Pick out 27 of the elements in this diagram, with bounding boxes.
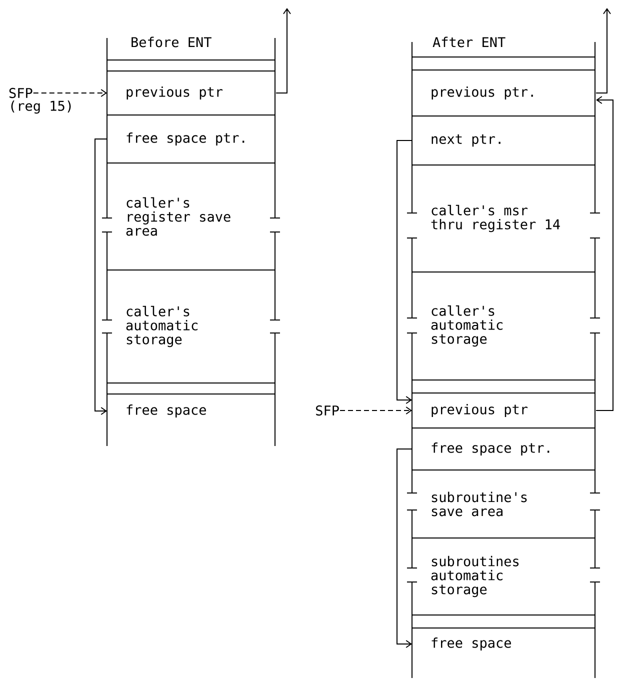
arrow	[276, 8, 291, 94]
memory-cell: caller's automatic storage	[406, 272, 600, 394]
memory-cell: next ptr.	[412, 116, 596, 166]
memory-cell: free space ptr.	[106, 114, 276, 164]
arrow	[396, 448, 412, 648]
memory-cell: previous ptr.	[412, 70, 596, 116]
arrow	[94, 138, 108, 415]
memory-cell: free space ptr.	[412, 428, 596, 470]
memory-cell: free space	[106, 394, 276, 446]
arrow	[396, 140, 412, 404]
memory-cell: subroutine's save area	[406, 470, 600, 538]
arrow	[340, 406, 412, 414]
stack-title: After ENT	[432, 36, 506, 48]
pointer-label: SFP	[9, 88, 32, 98]
stack-title: Before ENT	[132, 36, 212, 48]
memory-cell: free space	[412, 628, 596, 678]
memory-cell: caller's register save area	[102, 162, 280, 270]
pointer-note: (reg 15)	[11, 100, 71, 114]
memory-cell: previous ptr	[106, 70, 276, 116]
arrow	[596, 8, 611, 94]
pointer-label: SFP	[316, 405, 339, 416]
memory-cell: caller's msr thru register 14	[406, 164, 600, 272]
arrow	[32, 89, 107, 97]
memory-cell: previous ptr	[412, 392, 596, 428]
arrow	[596, 96, 614, 411]
memory-cell: caller's automatic storage	[102, 270, 280, 394]
memory-cell: subroutines automatic storage	[406, 538, 600, 628]
